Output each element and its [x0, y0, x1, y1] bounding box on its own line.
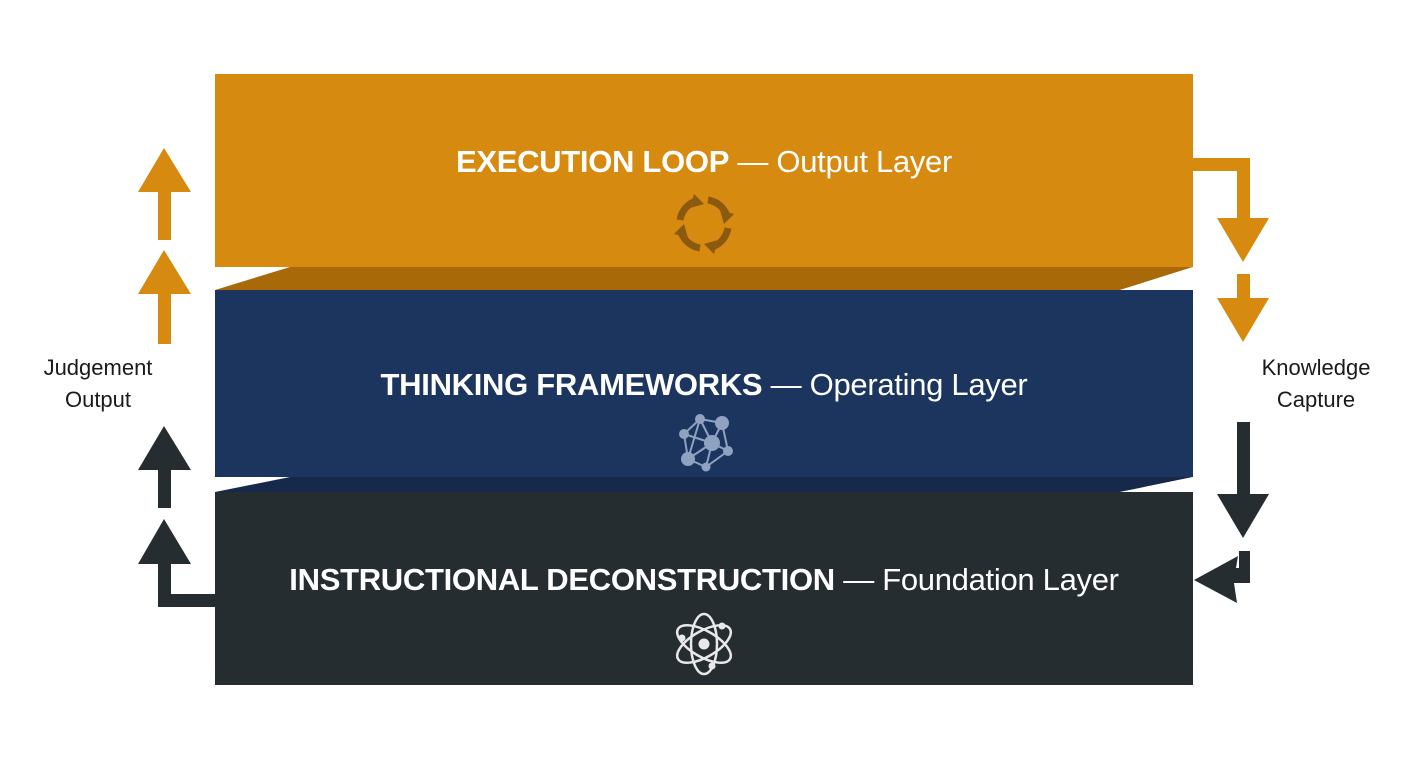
label-line: Judgement: [43, 355, 153, 380]
arrow-up-icon: [138, 426, 215, 607]
layer-title-light: Output Layer: [776, 144, 953, 179]
layer-title-strong: EXECUTION LOOP: [455, 144, 730, 179]
layer-title-separator: —: [729, 144, 777, 179]
layer-title-light: Operating Layer: [809, 367, 1028, 402]
layer-title: INSTRUCTIONAL DECONSTRUCTION — Foundatio…: [289, 562, 1119, 598]
arrow-down-icon: [1193, 158, 1269, 342]
layer-title-light: Foundation Layer: [882, 562, 1119, 597]
layer-title-strong: INSTRUCTIONAL DECONSTRUCTION: [289, 562, 835, 597]
layer-thinking-frameworks: THINKING FRAMEWORKS — Operating Layer: [215, 290, 1193, 477]
layer-title: EXECUTION LOOP — Output Layer: [456, 144, 952, 180]
layer-title-strong: THINKING FRAMEWORKS: [380, 367, 763, 402]
layer-title-separator: —: [762, 367, 810, 402]
layer-title-separator: —: [834, 562, 883, 597]
label-line: Knowledge: [1261, 355, 1371, 380]
refresh-cycle-icon: [674, 194, 734, 254]
network-nodes-icon: [679, 414, 733, 472]
arrow-up-icon: [138, 148, 191, 344]
layer-instructional-deconstruction: INSTRUCTIONAL DECONSTRUCTION — Foundatio…: [215, 492, 1193, 685]
arrow-down-icon: [1194, 422, 1269, 603]
layer-title: THINKING FRAMEWORKS — Operating Layer: [381, 367, 1028, 403]
judgement-output-label: Judgement Output: [22, 352, 174, 416]
label-line: Capture: [1276, 387, 1356, 412]
label-line: Output: [64, 387, 132, 412]
knowledge-capture-label: Knowledge Capture: [1238, 352, 1394, 416]
atom-icon: [675, 612, 733, 676]
layer-execution-loop: EXECUTION LOOP — Output Layer: [215, 74, 1193, 267]
